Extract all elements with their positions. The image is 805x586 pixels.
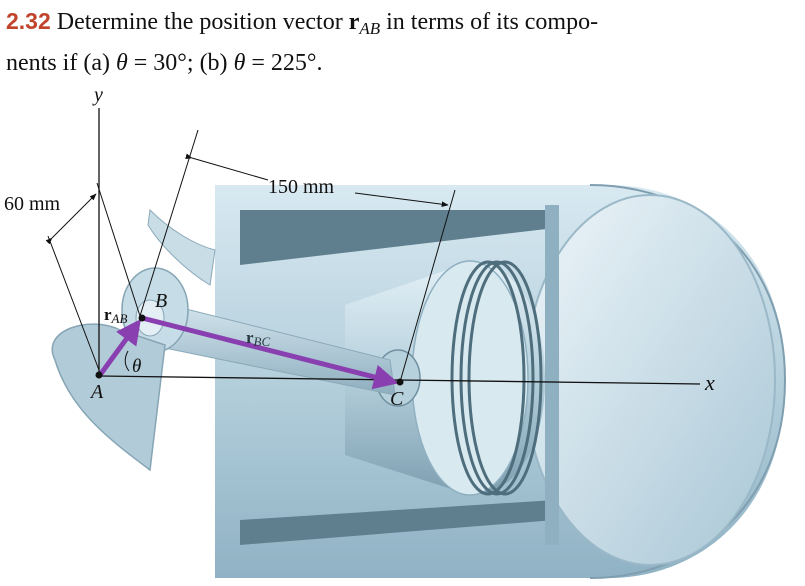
point-c-dot [396,378,404,386]
point-b-label: B [155,290,167,312]
vector-symbol: r [348,9,360,35]
x-axis-label: x [704,370,715,395]
problem-line-1: 2.32 Determine the position vector rAB i… [6,4,796,46]
vector-subscript: AB [359,19,381,38]
point-a-label: A [89,381,104,403]
vector-r-bc-main: r [246,328,254,347]
problem-text-1: Determine the position vector [56,9,343,35]
point-a-dot [95,371,103,379]
vector-r-ab [97,318,141,377]
point-b-dot [138,314,146,322]
vector-r-bc-label: rBC [246,328,270,349]
point-c-label: C [390,388,404,410]
y-axis-label: y [92,84,103,106]
dimension-60mm: 60 mm [4,193,61,215]
angle-arc [124,350,130,372]
problem-number: 2.32 [6,8,51,34]
vector-r-bc [141,315,399,390]
piston [345,260,545,496]
equation-b: = 225°. [251,50,323,76]
dimension-150mm: 150 mm [268,176,335,198]
vector-r-ab-main: r [104,305,112,324]
vector-r-ab-label: rAB [104,305,127,326]
equation-a: = 30°; (b) [133,50,228,76]
theta-symbol-b: θ [233,50,246,76]
theta-symbol-a: θ [115,50,128,76]
problem-statement: 2.32 Determine the position vector rAB i… [6,4,796,80]
problem-line-2: nents if (a) θ = 30°; (b) θ = 225°. [6,46,796,80]
angle-theta-label: θ [132,356,141,377]
problem-text-3: nents if (a) [6,50,110,76]
vector-r-bc-sub: BC [254,334,271,349]
crankshaft [51,208,216,472]
dimension-lines [45,129,456,383]
vector-r-ab-sub: AB [111,311,128,326]
problem-text-2: in terms of its compo- [386,9,599,35]
